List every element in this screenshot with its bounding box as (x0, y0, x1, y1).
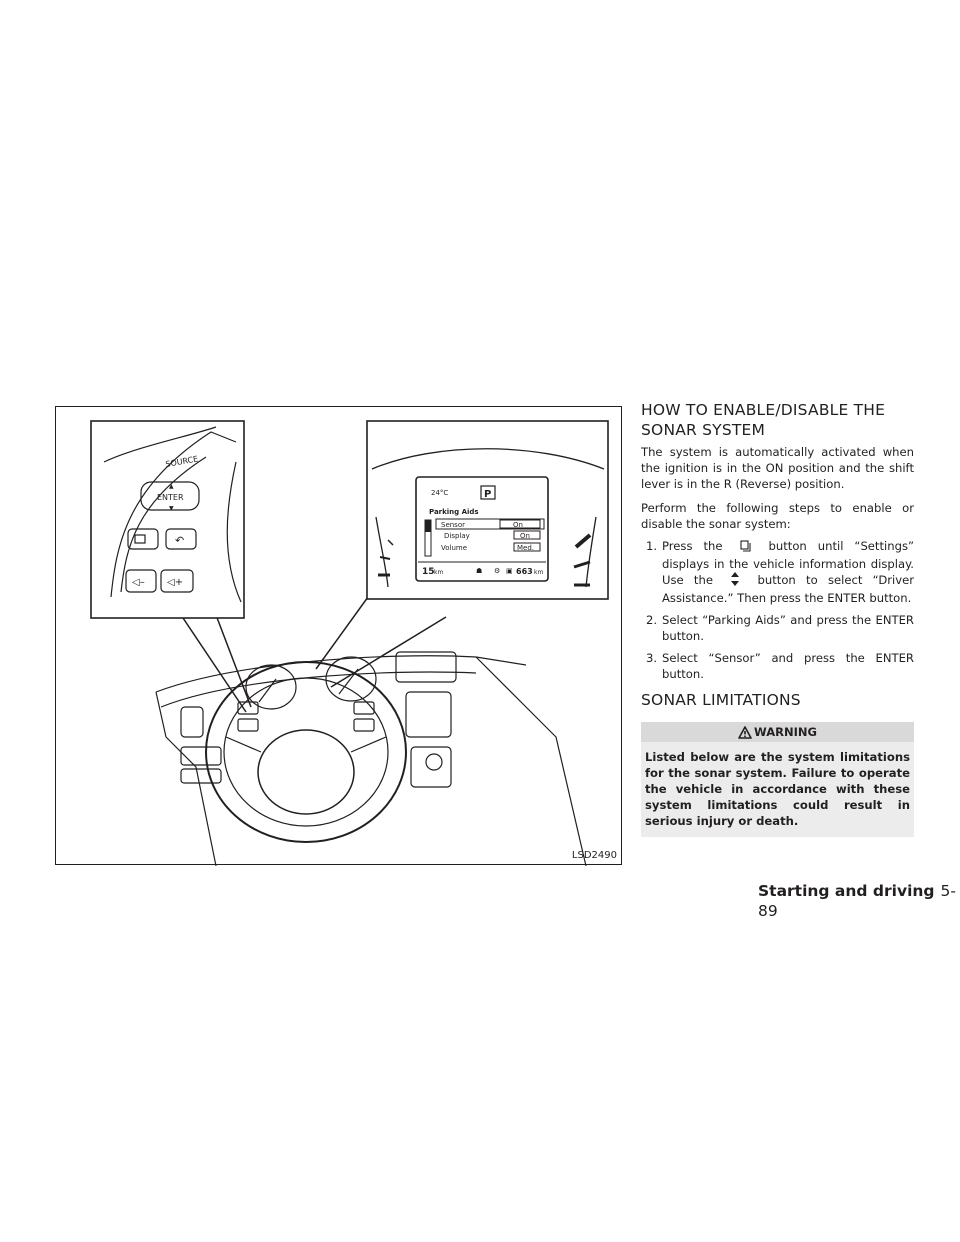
step-item: 3. Select “Sensor” and press the ENTER b… (641, 650, 914, 682)
display-row-2-label: Display (444, 532, 470, 540)
section-title: HOW TO ENABLE/DISABLE THE SONAR SYSTEM (641, 400, 914, 440)
section-title-line1: HOW TO ENABLE/DISABLE THE (641, 401, 886, 419)
step-1-post: button to select “Driver Assistance.” Th… (662, 573, 915, 605)
display-temp: 24°C (431, 489, 448, 497)
text-column: HOW TO ENABLE/DISABLE THE SONAR SYSTEM T… (641, 400, 914, 837)
display-row-1-label: Sensor (441, 521, 465, 529)
illustration-figure: SOURCE ENTER ▲ ▼ ↶ ◁– ◁+ 24°C P Parking … (55, 406, 622, 866)
step-number: 2. (646, 613, 658, 627)
display-range: 663 (516, 567, 533, 576)
perform-paragraph: Perform the following steps to enable or… (641, 501, 914, 531)
display-trip: 15 (422, 567, 435, 577)
svg-text:◁+: ◁+ (167, 577, 183, 588)
display-trip-unit: km (434, 569, 443, 576)
section-title-line2: SONAR SYSTEM (641, 421, 766, 439)
display-range-unit: km (534, 569, 543, 576)
svg-text:◁–: ◁– (132, 577, 145, 588)
display-row-1-value: On (513, 521, 523, 529)
warning-text: Listed below are the system limitations … (645, 750, 910, 828)
enter-label: ENTER (157, 493, 184, 502)
steering-wheel-illustration: SOURCE ENTER ▲ ▼ ↶ ◁– ◁+ 24°C P Parking … (90, 420, 609, 866)
step-number: 3. (646, 651, 658, 665)
step-1-mid: button until “Settings” displays in the … (662, 539, 914, 587)
display-row-3-value: Med. (517, 544, 534, 552)
warning-triangle-icon (738, 726, 752, 739)
svg-text:⚙: ⚙ (494, 567, 500, 575)
warning-box: WARNING Listed below are the system limi… (641, 722, 914, 837)
step-1-pre: Press the (662, 539, 723, 553)
up-down-arrow-icon (723, 572, 747, 590)
step-item: 2. Select “Parking Aids” and press the E… (641, 612, 914, 644)
display-row-3-label: Volume (441, 544, 467, 552)
step-2-text: Select “Parking Aids” and press the ENTE… (662, 613, 914, 643)
figure-code: LSD2490 (571, 850, 617, 861)
display-button-icon (734, 540, 758, 556)
display-menu-title: Parking Aids (429, 508, 479, 516)
warning-header: WARNING (641, 722, 914, 742)
display-gear: P (484, 489, 491, 500)
svg-text:☗: ☗ (476, 567, 482, 575)
svg-text:▲: ▲ (169, 483, 174, 490)
step-3-text: Select “Sensor” and press the ENTER butt… (662, 651, 914, 681)
svg-text:↶: ↶ (175, 534, 184, 547)
display-row-2-value: On (520, 532, 530, 540)
step-item: 1. Press the button until “Settings” dis… (641, 538, 914, 606)
svg-text:▣: ▣ (506, 567, 513, 575)
svg-text:▼: ▼ (169, 505, 174, 512)
steps-list: 1. Press the button until “Settings” dis… (641, 538, 914, 682)
page-number: 5-89 (758, 882, 956, 920)
footer-section: Starting and driving (758, 882, 935, 900)
limitations-title: SONAR LIMITATIONS (641, 691, 801, 709)
step-number: 1. (646, 539, 658, 553)
intro-paragraph: The system is automatically activated wh… (641, 445, 914, 491)
warning-label: WARNING (754, 725, 817, 739)
